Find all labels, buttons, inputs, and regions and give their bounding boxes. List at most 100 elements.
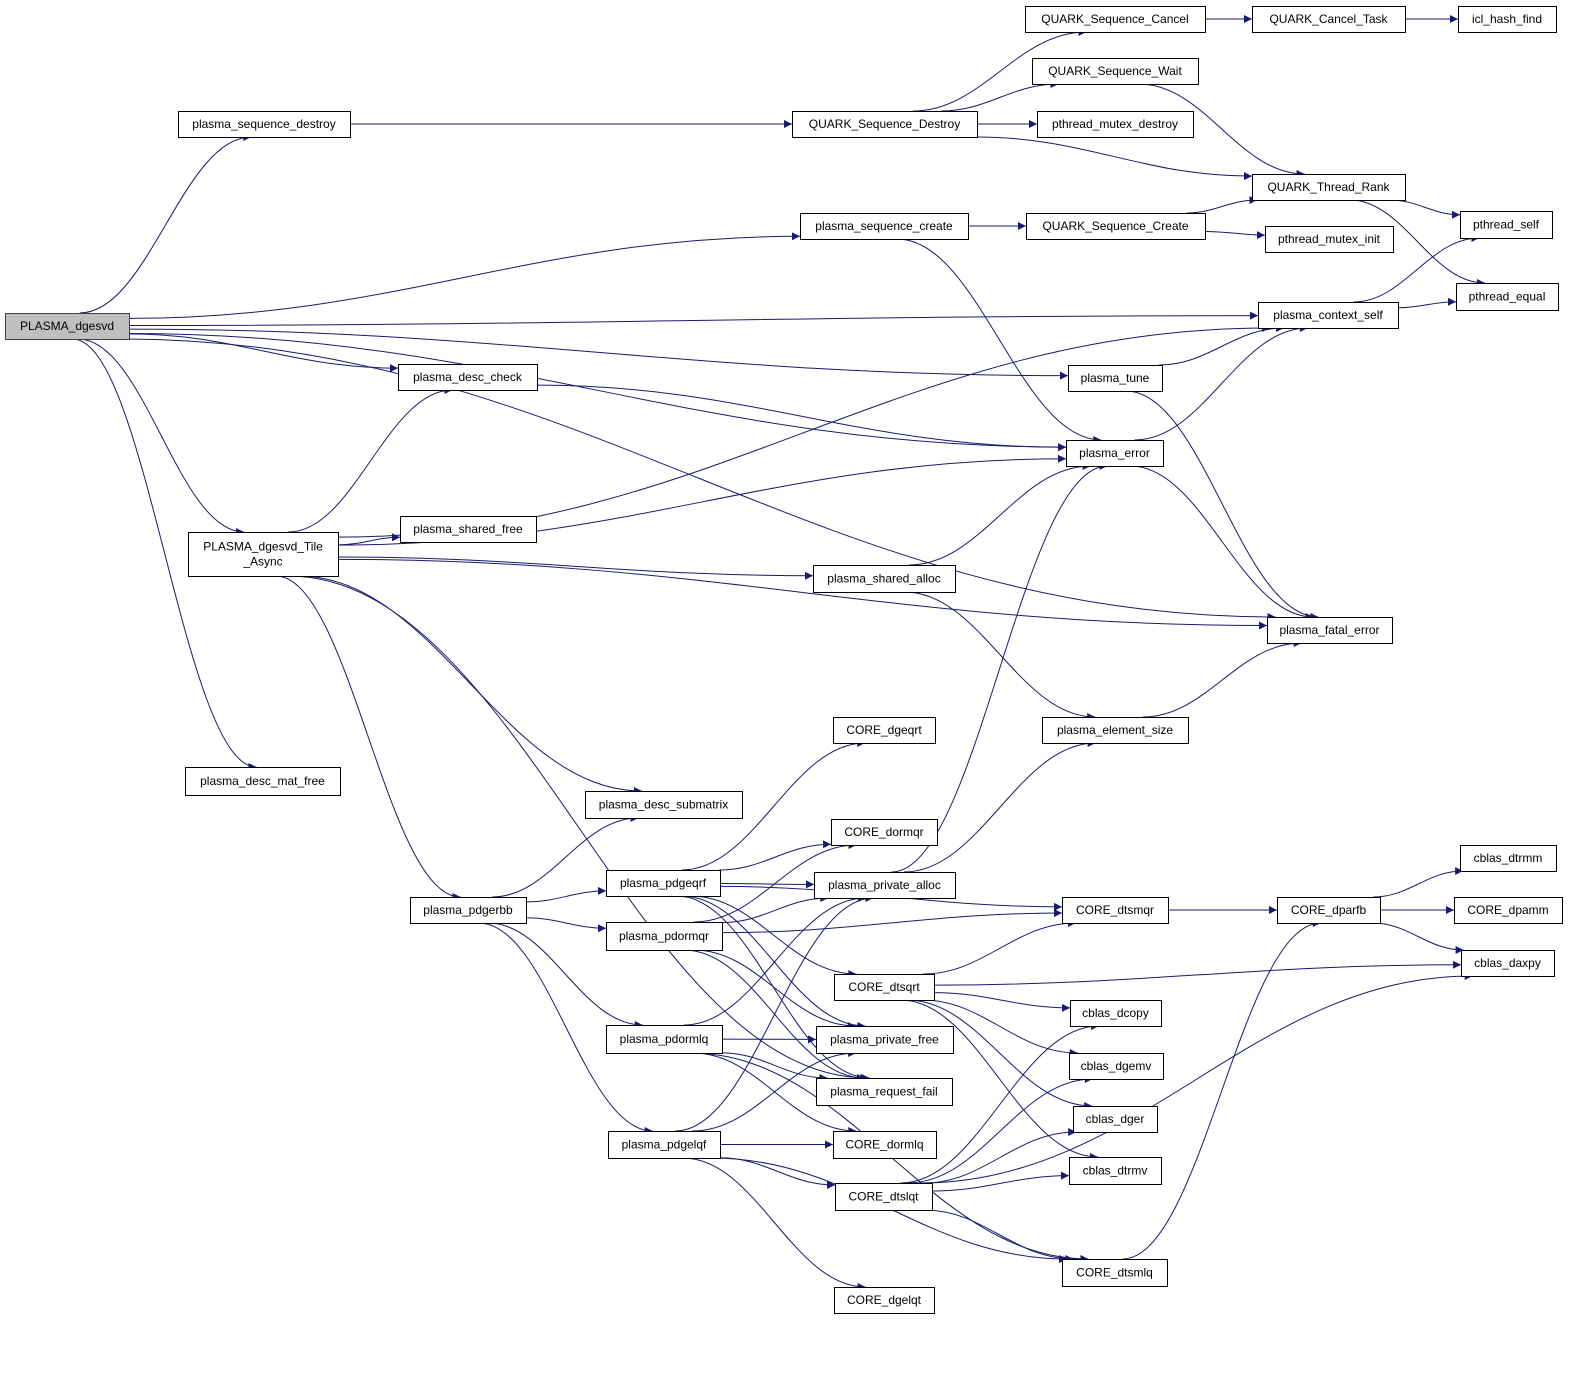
node-label: plasma_private_alloc	[828, 878, 941, 892]
node-fatal-error[interactable]: plasma_fatal_error	[1267, 617, 1393, 644]
edge-seq-create-to-error	[897, 238, 1102, 444]
edge-core-dtsqrt-to-cblas-dgemv	[922, 999, 1078, 1057]
node-q-cancel-task[interactable]: QUARK_Cancel_Task	[1252, 6, 1406, 33]
node-core-dtsqrt[interactable]: CORE_dtsqrt	[834, 974, 935, 1001]
node-icl-hash-find[interactable]: icl_hash_find	[1458, 6, 1557, 33]
node-cblas-dtrmv[interactable]: cblas_dtrmv	[1069, 1157, 1162, 1185]
node-box	[1070, 1000, 1162, 1027]
node-desc-check[interactable]: plasma_desc_check	[398, 364, 538, 391]
node-pt-equal[interactable]: pthread_equal	[1456, 283, 1559, 311]
node-core-dtsmlq[interactable]: CORE_dtsmlq	[1062, 1259, 1168, 1287]
node-box	[1461, 950, 1555, 977]
node-label: plasma_pdormqr	[619, 929, 709, 943]
node-pt-mutex-destroy[interactable]: pthread_mutex_destroy	[1037, 111, 1194, 138]
node-label: QUARK_Sequence_Create	[1042, 219, 1188, 233]
node-core-dgeqrt[interactable]: CORE_dgeqrt	[833, 717, 936, 744]
node-box	[1037, 111, 1194, 138]
node-cblas-dger[interactable]: cblas_dger	[1073, 1106, 1158, 1133]
edge-dgesvd-to-tune	[128, 328, 1069, 380]
node-private-alloc[interactable]: plasma_private_alloc	[814, 872, 956, 899]
node-tile-async[interactable]: PLASMA_dgesvd_Tile_Async	[188, 532, 339, 577]
node-box	[606, 922, 723, 951]
node-error[interactable]: plasma_error	[1066, 440, 1164, 467]
node-core-dormlq[interactable]: CORE_dormlq	[833, 1131, 937, 1159]
edge-tile-async-to-fatal-error	[337, 558, 1268, 630]
edge-tile-async-to-context-self	[337, 324, 1271, 538]
edge-private-alloc-to-element-size	[903, 739, 1096, 873]
node-pt-mutex-init[interactable]: pthread_mutex_init	[1265, 226, 1394, 253]
node-label: plasma_error	[1079, 446, 1150, 460]
node-label: CORE_dgeqrt	[846, 723, 922, 737]
node-tune[interactable]: plasma_tune	[1068, 365, 1163, 392]
edge-desc-check-to-error	[536, 384, 1067, 452]
node-label: plasma_context_self	[1273, 308, 1383, 322]
node-cblas-dgemv[interactable]: cblas_dgemv	[1069, 1053, 1164, 1080]
node-label: plasma_private_free	[830, 1033, 939, 1047]
node-cblas-dtrmm[interactable]: cblas_dtrmm	[1460, 845, 1557, 872]
node-seq-create[interactable]: plasma_sequence_create	[800, 213, 969, 240]
node-label: QUARK_Cancel_Task	[1269, 12, 1388, 26]
node-desc-submatrix[interactable]: plasma_desc_submatrix	[585, 791, 743, 819]
node-label: _Async	[242, 555, 282, 569]
node-context-self[interactable]: plasma_context_self	[1258, 302, 1399, 329]
node-pt-self[interactable]: pthread_self	[1460, 211, 1553, 239]
node-box	[1042, 717, 1189, 744]
node-q-seq-cancel[interactable]: QUARK_Sequence_Cancel	[1025, 6, 1206, 33]
node-box	[833, 1131, 937, 1159]
node-pdgeqrf[interactable]: plasma_pdgeqrf	[606, 870, 721, 897]
node-box	[188, 532, 339, 577]
node-shared-free[interactable]: plasma_shared_free	[400, 516, 537, 543]
node-seq-destroy[interactable]: plasma_sequence_destroy	[178, 111, 351, 138]
edge-pdgeqrf-to-core-dtsqrt	[690, 895, 857, 978]
edge-pdormqr-to-core-dtsmqr	[721, 909, 1063, 934]
node-private-free[interactable]: plasma_private_free	[816, 1026, 954, 1054]
node-q-seq-destroy[interactable]: QUARK_Sequence_Destroy	[792, 111, 978, 138]
edge-core-dtslqt-to-cblas-dcopy	[900, 1022, 1100, 1184]
edge-pdgelqf-to-core-dtslqt	[719, 1157, 836, 1190]
edge-q-seq-destroy-to-q-thread-rank	[976, 136, 1253, 181]
node-label: cblas_dgemv	[1081, 1059, 1152, 1073]
node-q-thread-rank[interactable]: QUARK_Thread_Rank	[1252, 174, 1406, 201]
node-q-seq-wait[interactable]: QUARK_Sequence_Wait	[1032, 58, 1199, 85]
node-core-dormqr[interactable]: CORE_dormqr	[831, 819, 938, 846]
node-core-dtsmqr[interactable]: CORE_dtsmqr	[1062, 897, 1169, 924]
edge-pdgeqrf-to-private-free	[681, 895, 866, 1030]
node-core-dtslqt[interactable]: CORE_dtslqt	[835, 1183, 933, 1211]
node-core-dparfb[interactable]: CORE_dparfb	[1277, 897, 1381, 924]
node-cblas-dcopy[interactable]: cblas_dcopy	[1070, 1000, 1162, 1027]
node-box	[1456, 283, 1559, 311]
node-label: cblas_dtrmv	[1083, 1164, 1148, 1178]
edge-element-size-to-fatal-error	[1142, 639, 1302, 718]
node-element-size[interactable]: plasma_element_size	[1042, 717, 1189, 744]
edge-pdgeqrf-to-private-alloc	[719, 880, 815, 889]
edge-private-alloc-to-error	[891, 462, 1108, 873]
node-request-fail[interactable]: plasma_request_fail	[816, 1078, 953, 1106]
node-core-dpamm[interactable]: CORE_dpamm	[1454, 897, 1563, 924]
node-pdgerbb[interactable]: plasma_pdgerbb	[410, 897, 527, 924]
node-pdormqr[interactable]: plasma_pdormqr	[606, 922, 723, 951]
node-box	[606, 1025, 723, 1054]
node-box	[1062, 897, 1169, 924]
node-label: plasma_element_size	[1057, 723, 1173, 737]
node-desc-mat-free[interactable]: plasma_desc_mat_free	[185, 767, 341, 796]
node-box	[410, 897, 527, 924]
edge-pdgeqrf-to-core-dormqr	[719, 840, 832, 871]
edge-tile-async-to-desc-submatrix	[298, 575, 642, 795]
node-box	[178, 111, 351, 138]
edge-core-dtsqrt-to-cblas-dcopy	[933, 992, 1071, 1012]
node-core-dgelqt[interactable]: CORE_dgelqt	[834, 1287, 935, 1314]
node-box	[813, 565, 956, 593]
node-cblas-daxpy[interactable]: cblas_daxpy	[1461, 950, 1555, 977]
node-box	[835, 1183, 933, 1211]
edge-core-dtslqt-to-cblas-daxpy	[919, 972, 1473, 1184]
node-box	[1069, 1053, 1164, 1080]
edge-q-seq-create-to-q-thread-rank	[1186, 196, 1258, 214]
node-label: plasma_shared_alloc	[827, 572, 940, 586]
node-shared-alloc[interactable]: plasma_shared_alloc	[813, 565, 956, 593]
node-label: plasma_desc_check	[413, 370, 523, 384]
node-dgesvd[interactable]: PLASMA_dgesvd	[5, 313, 130, 340]
edge-error-to-context-self	[1134, 324, 1308, 441]
node-pdgelqf[interactable]: plasma_pdgelqf	[608, 1131, 721, 1159]
node-q-seq-create[interactable]: QUARK_Sequence_Create	[1026, 213, 1206, 240]
node-pdormlq[interactable]: plasma_pdormlq	[606, 1025, 723, 1054]
